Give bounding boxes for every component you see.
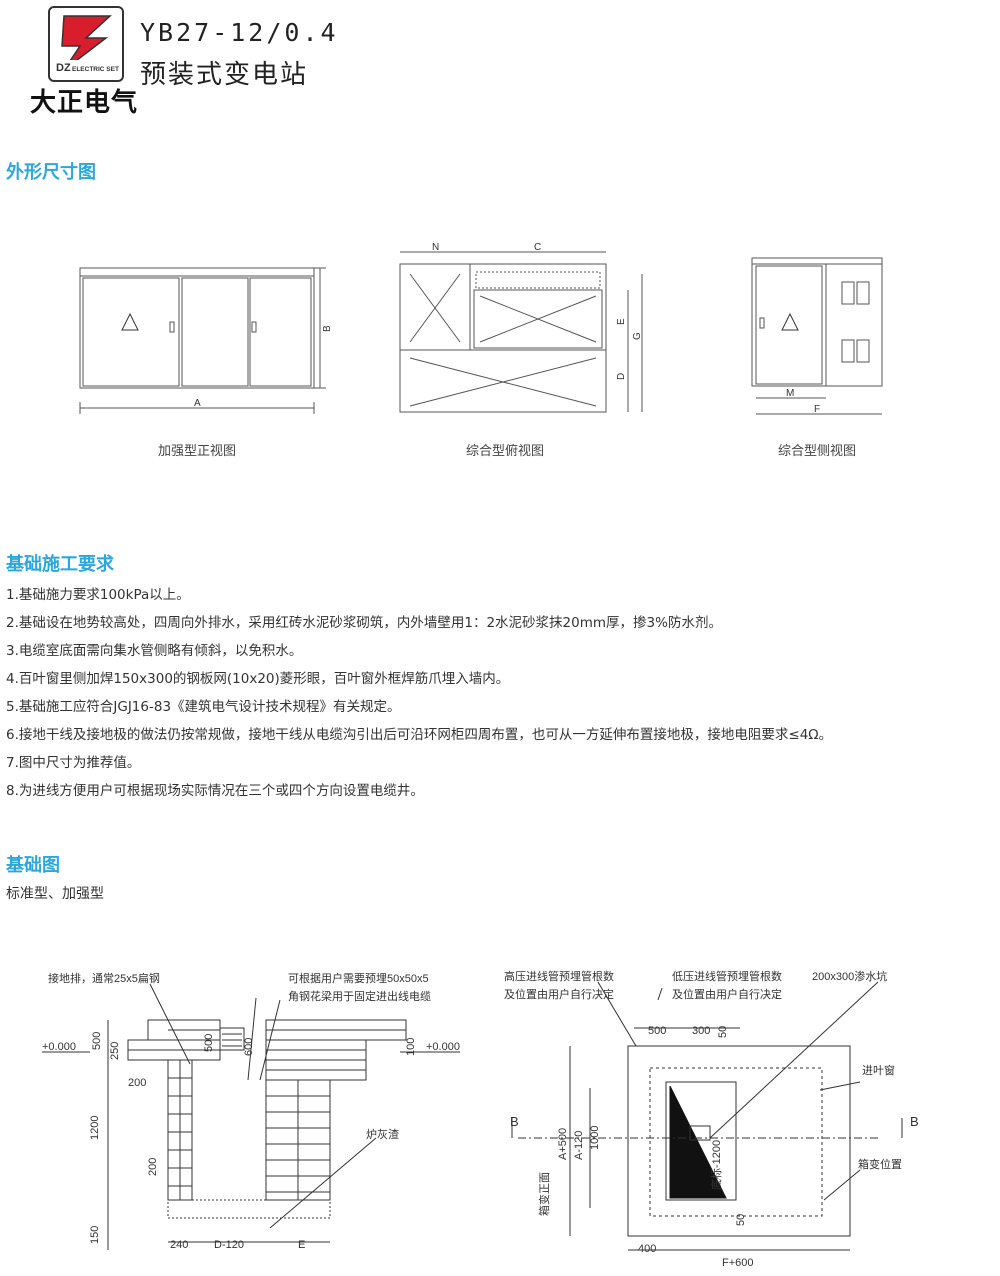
label-lv-pipe-2: 及位置由用户自行决定 [672,987,782,1001]
requirement-item: 8.为进线方便用户可根据现场实际情况在三个或四个方向设置电缆井。 [6,783,424,799]
brick-wall-right [265,1019,407,1201]
louver [219,1027,245,1051]
caption-side-view: 综合型侧视图 [778,444,857,459]
requirement-item: 1.基础施力要求100kPa以上。 [6,587,190,603]
dimension-drawings: A B N C E D G M F [79,242,883,415]
dim-100: 100 [405,1038,417,1056]
section-marker-left: B [510,1114,519,1129]
dim-50-b: 50 [735,1214,747,1226]
front-view-drawing [79,267,326,414]
foundation-section-drawing: 接地排，通常25x5扁钢 可根据用户需要预埋50x50x5 角钢花梁用于固定进出… [42,971,460,1251]
dim-1200: 1200 [89,1116,101,1140]
dim-a500: A+500 [557,1128,569,1160]
top-view-drawing [399,251,643,413]
ash-fill [167,1199,331,1219]
label-hv-pipe-2: 及位置由用户自行决定 [504,987,614,1001]
dim-500: 500 [91,1032,103,1050]
label-louver: 进叶窗 [862,1063,895,1077]
box-position [649,1067,823,1217]
dim-150: 150 [89,1226,101,1244]
svg-text:A: A [194,398,201,409]
label-angle-beam: 角钢花梁用于固定进出线电缆 [288,989,431,1003]
model-number: YB27-12/0.4 [140,18,339,47]
dim-50: 50 [717,1026,729,1038]
requirement-item: 2.基础设在地势较高处，四周向外排水，采用红砖水泥砂浆砌筑，内外墙壁用1：2水泥… [6,615,722,631]
label-seep-pit: 200x300渗水坑 [812,969,887,983]
section-title-dimensions: 外形尺寸图 [6,162,96,183]
dim-600: 600 [243,1038,255,1056]
label-bottom-level: 底标-1200 [709,1140,723,1190]
svg-text:F: F [814,404,820,415]
section-title-foundation: 基础图 [6,855,60,876]
label-embed: 可根据用户需要预埋50x50x5 [288,971,429,985]
dim-200: 200 [128,1077,146,1089]
dim-500-b: 500 [203,1034,215,1052]
logo-sub: ELECTRIC SET [72,66,119,73]
label-box-front: 箱变正面 [537,1172,551,1216]
requirement-item: 5.基础施工应符合JGJ16-83《建筑电气设计技术规程》有关规定。 [6,699,401,715]
svg-text:C: C [534,242,541,253]
svg-text:E: E [616,318,627,325]
svg-text:M: M [786,388,794,399]
svg-text:B: B [322,325,333,332]
requirement-item: 4.百叶窗里侧加焊150x300的钢板网(10x20)菱形眼，百叶窗外框焊筋爪埋… [6,671,510,687]
label-grounding-bar: 接地排，通常25x5扁钢 [48,971,160,985]
seep-pit [689,1125,711,1141]
dim-300: 300 [692,1025,710,1037]
outer-foundation [627,1045,851,1237]
svg-text:N: N [432,242,439,253]
requirement-item: 7.图中尺寸为推荐值。 [6,755,141,771]
dim-a120: A-120 [573,1131,585,1160]
product-title: 预装式变电站 [140,60,309,90]
svg-text:G: G [632,332,643,340]
dim-d120: D-120 [214,1239,244,1251]
requirement-item: 6.接地干线及接地极的做法仍按常规做，接地干线从电缆沟引出后可沿环网柜四周布置，… [6,727,833,743]
dim-400: 400 [638,1243,656,1255]
section-marker-right: B [910,1114,919,1129]
cable-pit [665,1081,737,1201]
logo-mark: DZ [56,62,71,74]
dim-e: E [298,1239,305,1251]
company-logo: DZ ELECTRIC SET [48,6,124,82]
label-hv-pipe: 高压进线管预埋管根数 [504,969,614,983]
label-box-position: 箱变位置 [858,1157,902,1171]
dim-240: 240 [170,1239,188,1251]
caption-top-view: 综合型俯视图 [466,444,545,459]
foundation-plan-drawing: 高压进线管预埋管根数 及位置由用户自行决定 低压进线管预埋管根数 及位置由用户自… [504,969,919,1269]
label-lv-pipe: 低压进线管预埋管根数 [672,969,782,983]
dim-500: 500 [648,1025,666,1037]
section-title-requirements: 基础施工要求 [6,554,114,575]
dim-200-b: 200 [147,1158,159,1176]
level-right: +0.000 [426,1041,460,1053]
foundation-subtitle: 标准型、加强型 [6,886,104,902]
dim-250: 250 [109,1042,121,1060]
level-left: +0.000 [42,1041,76,1053]
brand-name: 大正电气 [30,88,139,118]
caption-front-view: 加强型正视图 [158,444,237,459]
dim-1000: 1000 [589,1126,601,1150]
side-view-drawing [751,257,883,415]
requirement-item: 3.电缆室底面需向集水管侧略有倾斜，以免积水。 [6,643,303,659]
dim-f600: F+600 [722,1257,754,1269]
label-ash: 炉灰渣 [366,1127,399,1141]
svg-text:D: D [616,373,627,380]
